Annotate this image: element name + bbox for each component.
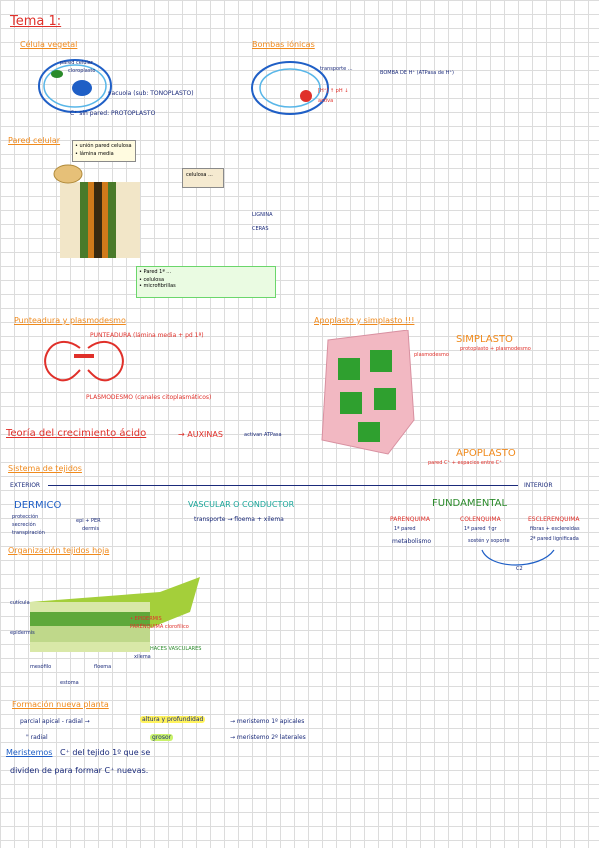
dermico-note: epi + PER: [76, 518, 101, 524]
plasmodesmo-label: PLASMODESMO (canales citoplasmáticos): [86, 394, 212, 401]
pump-label-3: [H⁺] ↑ pH ↓: [318, 88, 349, 94]
section-title-tejidos: Sistema de tejidos: [8, 464, 82, 473]
esclerenquima-title: ESCLERENQUIMA: [528, 516, 580, 523]
parenquima-func: metabolismo: [392, 538, 432, 545]
plasmodesma-diagram: [44, 340, 124, 382]
cell-diagram: [38, 59, 112, 113]
apoplast-plasmodesmo: plasmodesmo: [414, 352, 449, 358]
section-title-teoria: Teoría del crecimiento ácido: [6, 428, 147, 439]
leaf-label-1: epidermis: [10, 630, 35, 636]
simplasto-sub: protoplasto + plasmodesmo: [460, 346, 531, 352]
section-title-apoplasto: Apoplasto y simplasto !!!: [314, 316, 415, 325]
cell-label-top: pared celular: [60, 60, 93, 66]
punteadura-label: PUNTEADURA (lámina media + pd 1ª): [90, 332, 204, 339]
leaf-label-2: mesófilo: [30, 664, 52, 670]
leaf-label-3: floema: [94, 664, 112, 670]
apoplasto-title: APOPLASTO: [456, 448, 516, 459]
apoplast-diagram: [321, 330, 415, 455]
leaf-label-0: cutícula: [10, 600, 30, 606]
formacion-line-2c: → meristemo 2º laterales: [230, 734, 306, 741]
colenquima-func: sostén y soporte: [468, 538, 510, 544]
fundamental-title: FUNDAMENTAL: [432, 498, 508, 509]
pump-label-4: activa: [318, 98, 334, 104]
pared-label-box: celulosa ...: [182, 168, 224, 188]
formacion-line-2b: grosor: [150, 734, 174, 741]
page-title: Tema 1:: [10, 14, 62, 29]
section-title-bombas: Bombas iónicas: [252, 40, 315, 49]
pump-diagram: [251, 61, 329, 115]
dermico-title: DERMICO: [14, 500, 62, 511]
formacion-line-1c: → meristemo 1º apicales: [230, 718, 305, 725]
cell-wall-diagram: [53, 164, 140, 258]
section-title-celula: Célula vegetal: [20, 40, 78, 49]
cell-label-vacuola: vacuola (sub: TONOPLASTO): [108, 90, 194, 97]
formacion-line-1b: altura y profundidad: [140, 716, 206, 723]
parenquima-sub: 1ª pared: [394, 526, 416, 532]
tejidos-cycle-label: C2: [516, 566, 523, 572]
pared-list-box: • Pared 1ª ... • celulosa • microfibrill…: [136, 266, 276, 298]
section-title-punteadura: Punteadura y plasmodesmo: [14, 316, 126, 325]
parenquima-title: PARENQUIMA: [390, 516, 430, 523]
pared-note-line-2: • lámina media: [75, 151, 114, 157]
section-title-formacion: Formación nueva planta: [12, 700, 109, 709]
pump-label-2: BOMBA DE H⁺ (ATPasa de H⁺): [380, 70, 454, 76]
tejidos-axis: [48, 485, 518, 486]
formacion-line-1b-text: altura y profundidad: [140, 716, 206, 723]
pump-label-1: transporte ...: [320, 66, 353, 72]
cell-label-cloroplasto: cloroplasto: [68, 68, 96, 74]
section-title-hoja: Organización tejidos hoja: [8, 546, 110, 555]
teoria-auxinas: → AUXINAS: [178, 430, 223, 439]
section-title-meristemos: Meristemos: [6, 748, 53, 757]
pared-note-line-1: • unión pared celulosa: [75, 143, 132, 149]
leaf-label-5: estoma: [60, 680, 79, 686]
leaf-note-3: HACES VASCULARES: [150, 646, 202, 652]
vascular-title: VASCULAR O CONDUCTOR: [188, 500, 295, 509]
tejidos-exterior: EXTERIOR: [10, 482, 41, 489]
formacion-line-2b-text: grosor: [150, 734, 174, 741]
dermico-note-2: dermis: [82, 526, 100, 532]
leaf-label-4: xilema: [134, 654, 151, 660]
leaf-note-2: PARÉNQUIMA clorofílico: [130, 624, 189, 630]
colenquima-sub: 1ª pared ↑gr: [464, 526, 497, 532]
formacion-line-2: " radial: [26, 734, 48, 741]
leaf-diagram: [30, 577, 200, 652]
dermico-item-2: transpiración: [12, 530, 45, 536]
colenquima-title: COLENQUIMA: [460, 516, 501, 523]
teoria-sub: activan ATPasa: [244, 432, 282, 438]
esclerenquima-sub: fibras + esclereidas: [530, 526, 580, 532]
dermico-item-0: protección: [12, 514, 39, 520]
dermico-item-1: secreción: [12, 522, 36, 528]
simplasto-title: SIMPLASTO: [456, 334, 513, 345]
meristemos-text: C⁺ del tejido 1º que se: [60, 748, 151, 757]
pared-list-3: • microfibrillas: [139, 283, 176, 289]
vascular-note: transporte → floema + xilema: [194, 516, 284, 523]
pared-list-1: • Pared 1ª ...: [139, 269, 172, 275]
apoplasto-sub: pared C⁺ + espacios entre C⁺: [428, 460, 502, 466]
pared-note-box: • unión pared celulosa • lámina media: [72, 140, 136, 162]
tejidos-interior: INTERIOR: [524, 482, 553, 489]
section-title-pared: Pared celular: [8, 136, 61, 145]
pared-lignina: LIGNINA: [252, 212, 273, 218]
pared-ceras: CERAS: [252, 226, 269, 232]
cell-label-protoplasto: C⁺ sin pared: PROTOPLASTO: [70, 110, 156, 117]
esclerenquima-func: 2ª pared lignificada: [530, 536, 579, 542]
meristemos-text-2: dividen de para formar C⁺ nuevas.: [10, 766, 149, 775]
pared-label-box-text: celulosa ...: [186, 172, 213, 178]
formacion-line-1: parcial apical - radial →: [20, 718, 90, 725]
tejidos-cycle-arrow: [481, 549, 555, 566]
leaf-note-1: • EPIDERMIS: [130, 616, 162, 622]
pared-list-2: • celulosa: [139, 277, 165, 283]
